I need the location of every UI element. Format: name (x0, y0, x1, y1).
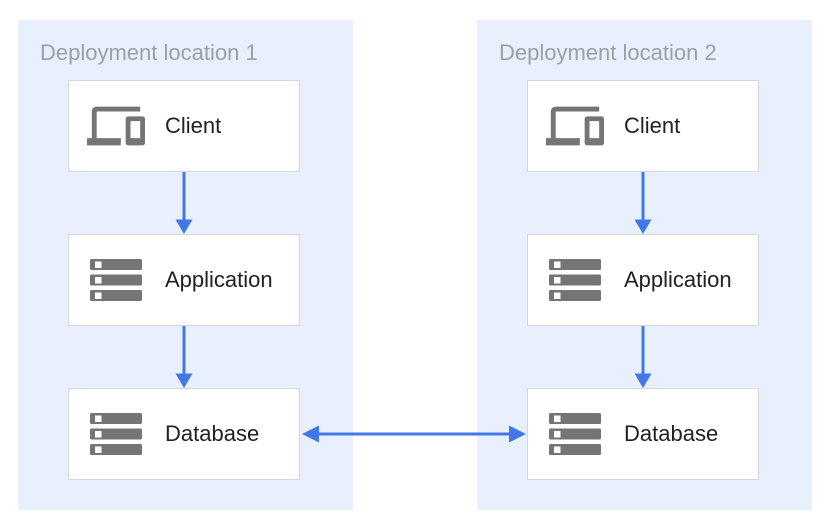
group-label-2: Deployment location 2 (499, 40, 717, 65)
server-stack-icon (87, 259, 145, 301)
node-client-2: Client (527, 80, 759, 172)
server-stack-icon (87, 413, 145, 455)
devices-icon (546, 97, 604, 155)
server-stack-icon (546, 259, 604, 301)
node-application-2: Application (527, 234, 759, 326)
node-label: Database (165, 421, 260, 446)
node-label: Database (624, 421, 719, 446)
devices-icon (87, 97, 145, 155)
node-database-2: Database (527, 388, 759, 480)
deployment-group-1: Deployment location 1 Client (18, 20, 353, 510)
node-label: Client (624, 113, 681, 138)
deployment-group-2: Deployment location 2 Client (477, 20, 812, 510)
server-stack-icon (546, 413, 604, 455)
node-label: Application (624, 267, 732, 292)
node-label: Application (165, 267, 273, 292)
group-label-1: Deployment location 1 (40, 40, 258, 65)
node-application-1: Application (68, 234, 300, 326)
node-database-1: Database (68, 388, 300, 480)
node-label: Client (165, 113, 222, 138)
node-client-1: Client (68, 80, 300, 172)
